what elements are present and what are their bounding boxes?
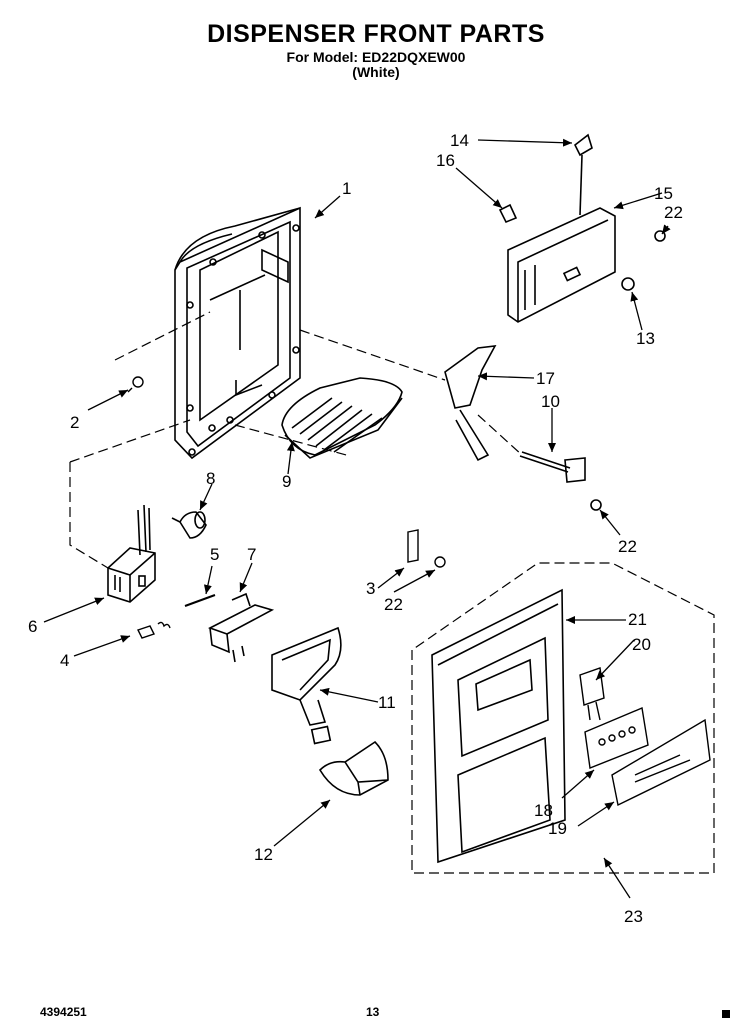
label-part-22-upper: 22 [664, 203, 683, 222]
part-2-screw [127, 376, 144, 393]
model-subtitle: For Model: ED22DQXEW00 (White) [0, 50, 752, 80]
part-8-plug [171, 511, 207, 539]
part-15-housing [498, 133, 666, 323]
label-part-20: 20 [632, 635, 651, 654]
label-part-21: 21 [628, 610, 647, 629]
part-12-chute [318, 740, 389, 796]
page-title: DISPENSER FRONT PARTS [207, 20, 545, 48]
label-part-6: 6 [28, 617, 37, 636]
label-part-17: 17 [536, 369, 555, 388]
label-part-13: 13 [636, 329, 655, 348]
label-part-22-middle: 22 [618, 537, 637, 556]
label-part-10: 10 [541, 392, 560, 411]
label-part-2: 2 [70, 413, 79, 432]
label-part-8: 8 [206, 469, 215, 488]
part-6-module [107, 504, 156, 603]
label-part-12: 12 [254, 845, 273, 864]
dashed-guides [69, 311, 715, 874]
label-part-7: 7 [247, 545, 256, 564]
label-part-19: 19 [548, 819, 567, 838]
part-11-paddle [271, 626, 342, 745]
label-part-5: 5 [210, 545, 219, 564]
part-17-lever [444, 345, 602, 511]
part-drip-tray [281, 377, 403, 459]
label-part-3: 3 [366, 579, 375, 598]
label-part-22-lower: 22 [384, 595, 403, 614]
label-part-23: 23 [624, 907, 643, 926]
label-part-1: 1 [342, 179, 351, 198]
doc-number: 4394251 [40, 1005, 87, 1019]
label-part-18: 18 [534, 801, 553, 820]
model-line: For Model: ED22DQXEW00 [286, 49, 466, 65]
label-part-9: 9 [282, 472, 291, 491]
label-part-15: 15 [654, 184, 673, 203]
part-21-front-panel [431, 588, 566, 864]
part-3-tab [407, 529, 446, 568]
page-number: 13 [366, 1005, 380, 1019]
part-housing-frame [174, 206, 301, 460]
part-18-19-20-controls [579, 667, 711, 807]
corner-mark [722, 1010, 730, 1018]
part-7-bracket [207, 592, 275, 663]
leader-arrows [43, 138, 671, 899]
label-part-11: 11 [378, 693, 396, 712]
label-part-14: 14 [450, 131, 469, 150]
color-line: (White) [352, 64, 400, 80]
part-number-labels: 1 2 3 4 5 6 7 8 9 10 11 12 13 14 15 16 1… [28, 131, 683, 926]
label-part-16: 16 [436, 151, 455, 170]
part-5-rod [184, 594, 216, 607]
label-part-4: 4 [60, 651, 69, 670]
part-4-spring [137, 621, 171, 639]
